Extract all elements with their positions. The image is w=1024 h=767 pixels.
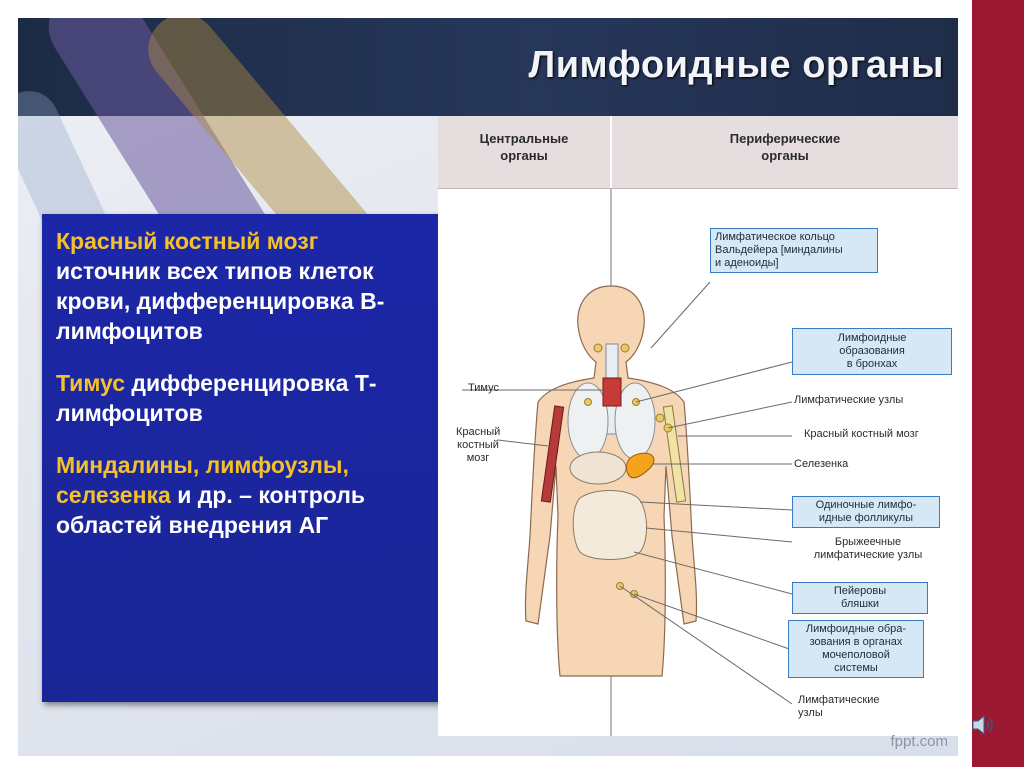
label-urogenital-lymphoid: Лимфоидные обра- зования в органах мочеп…	[788, 620, 924, 678]
column-header-line: Центральные	[479, 131, 569, 146]
label-line: бляшки	[841, 598, 879, 610]
label-thymus: Тимус	[468, 382, 499, 394]
label-line: лимфатические узлы	[813, 549, 923, 561]
label-line: Пейеровы	[833, 585, 887, 597]
label-lymph-nodes: Лимфатические узлы	[794, 394, 904, 406]
spleen	[625, 452, 655, 479]
label-mesenteric-nodes: Брыжеечные лимфатические узлы	[798, 536, 938, 562]
label-line: костный	[457, 439, 499, 451]
label-line: Красный	[456, 426, 501, 438]
thymus	[602, 377, 622, 407]
right-sidebar	[972, 0, 1024, 767]
lymphoid-diagram: Центральные органы Периферические органы	[438, 116, 958, 736]
label-lymphoid-follicles: Одиночные лимфо- идные фолликулы	[792, 496, 940, 528]
label-line: Лимфатические	[798, 694, 880, 706]
leader-lines	[462, 281, 793, 705]
body-text: и др. – контроль областей внедрения АГ	[56, 482, 366, 538]
label-line: Брыжеечные	[834, 536, 902, 548]
label-line: идные фолликулы	[818, 512, 914, 524]
highlight-text: Красный костный мозг	[56, 228, 319, 254]
body-text: дифференцировка Т-лимфоцитов	[56, 370, 377, 426]
slide-title: Лимфоидные органы	[528, 44, 944, 86]
label-red-marrow: Красный костный мозг	[456, 426, 500, 465]
info-block-marrow: Красный костный мозг источник всех типов…	[56, 226, 426, 346]
intestines	[572, 490, 647, 560]
column-header-line: органы	[761, 148, 809, 163]
info-panel: Красный костный мозг источник всех типов…	[42, 214, 440, 702]
label-line: Одиночные лимфо-	[815, 499, 917, 511]
label-line: Лимфоидные	[837, 332, 907, 344]
label-peyer-patches: Пейеровы бляшки	[792, 582, 928, 614]
label-line: Лимфоидные обра-	[805, 623, 907, 635]
label-line: Лимфатическое кольцо	[715, 231, 835, 243]
body-text: источник всех типов клеток крови, диффер…	[56, 258, 385, 344]
label-line: образования	[839, 345, 905, 357]
speaker-icon[interactable]	[970, 712, 996, 738]
label-waldeyer-ring: Лимфатическое кольцо Вальдейера [миндали…	[710, 228, 878, 273]
liver	[569, 451, 627, 485]
label-spleen: Селезенка	[794, 458, 849, 470]
column-header-central: Центральные органы	[438, 116, 610, 189]
lung-left	[567, 382, 609, 460]
info-block-thymus: Тимус дифференцировка Т-лимфоцитов	[56, 368, 426, 428]
footer-brand: fppt.com	[890, 733, 948, 750]
label-lower-lymph-nodes: Лимфатические узлы	[798, 694, 879, 720]
label-line: мозг	[466, 452, 490, 464]
label-bronchi-lymphoid: Лимфоидные образования в бронхах	[792, 328, 952, 375]
label-line: в бронхах	[846, 358, 898, 370]
label-line: Вальдейера [миндалины	[715, 244, 843, 256]
highlight-text: Тимус	[56, 370, 126, 396]
label-line: узлы	[798, 707, 823, 719]
lymph-nodes	[584, 343, 673, 598]
highlight-text: Миндалины, лимфоузлы, селезенка	[56, 452, 349, 508]
label-line: и аденоиды]	[715, 257, 779, 269]
label-line: системы	[834, 662, 878, 674]
label-red-bone-marrow: Красный костный мозг	[804, 428, 919, 440]
anatomy-figure	[462, 188, 793, 736]
label-line: зования в органах	[809, 636, 903, 648]
column-header-line: Периферические	[729, 131, 841, 146]
column-header-peripheral: Периферические органы	[612, 116, 958, 189]
slide-header: Лимфоидные органы	[18, 18, 958, 415]
column-header-line: органы	[500, 148, 548, 163]
humerus-bone-left	[540, 405, 565, 503]
sidebar-divider	[970, 0, 972, 767]
info-block-peripheral: Миндалины, лимфоузлы, селезенка и др. – …	[56, 450, 426, 540]
label-line: мочеполовой	[822, 649, 890, 661]
slide: Лимфоидные органы Красный костный мозг и…	[18, 18, 958, 756]
